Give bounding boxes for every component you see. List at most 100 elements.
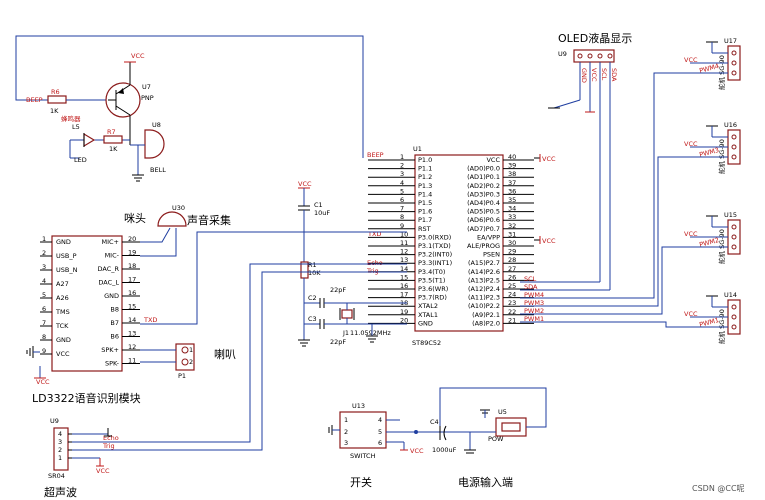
switch-pin-number: 4 [378, 416, 382, 424]
voice-pin-name: MIC+ [101, 238, 119, 246]
crystal-ref: J1 [342, 329, 349, 337]
voice-pin-number: 6 [42, 305, 46, 313]
voice-pin-number: 15 [128, 303, 136, 311]
net-echo-us: Echo [103, 434, 119, 442]
buzzer-circuit: BEEP R6 1K U7 PNP VCC 蜂鸣器 L5 LED R7 1K U… [15, 35, 364, 182]
net-echo-mcu: Echo [367, 259, 383, 267]
voice-module-title: LD3322语音识别模块 [32, 391, 141, 405]
ultrasonic-pin-number: 3 [58, 438, 62, 446]
mcu-pin-number: 11 [400, 239, 408, 247]
mcu-pin-number: 20 [400, 316, 408, 324]
mcu-pin-name: ALE/PROG [467, 242, 500, 250]
voice-pin-name: TMS [55, 308, 70, 316]
r1-ref: R1 [308, 261, 317, 269]
mcu-net-label: SDA [524, 283, 538, 291]
mcu-pin-number: 3 [400, 170, 404, 178]
mcu-pin-name: EA/VPP [477, 233, 500, 241]
power-jack-inner [501, 422, 521, 432]
switch-ref: U13 [352, 402, 365, 410]
r6-ref: R6 [51, 88, 60, 96]
mcu-ref: U1 [413, 145, 422, 153]
mcu-vcc-31: VCC [534, 236, 556, 245]
mcu-pin-number: 28 [508, 256, 516, 264]
ultrasonic-ref: U9 [50, 417, 59, 425]
voice-pin-number: 8 [42, 333, 46, 341]
led-label: LED [74, 156, 87, 164]
mcu-pin-name: P1.6 [418, 208, 432, 216]
mcu-pin-name: P3.3(INT1) [418, 259, 452, 267]
crystal-value: 11.0592MHz [350, 329, 391, 337]
mcu-pin-name: P1.7 [418, 216, 432, 224]
mcu-pin-number: 24 [508, 291, 516, 299]
led-l5 [83, 132, 96, 148]
mcu-pin-number: 10 [400, 230, 408, 238]
mcu-pin-number: 4 [400, 179, 404, 187]
mcu-pin-name: VCC [486, 156, 500, 164]
mcu-pin-name: P1.0 [418, 156, 432, 164]
vcc-label: VCC [298, 180, 312, 188]
oled-title: OLED液晶显示 [558, 31, 632, 45]
oled-pin-label: SCL [600, 68, 608, 81]
mcu-pin-number: 30 [508, 239, 516, 247]
c2-value: 22pF [330, 286, 346, 294]
servo-ref: U16 [724, 121, 737, 129]
r7-ref: R7 [107, 128, 116, 136]
mcu-pin-number: 22 [508, 308, 516, 316]
mcu-pin-name: (A8)P2.0 [472, 319, 500, 327]
transistor-type: PNP [141, 94, 154, 102]
r6-value: 1K [50, 107, 59, 115]
mcu-pin-name: (A15)P2.7 [468, 259, 500, 267]
mcu-vcc-40: VCC [534, 154, 556, 163]
vcc-label: VCC [542, 237, 556, 245]
voice-pin-name: SPK+ [101, 346, 119, 354]
mcu-pin-number: 25 [508, 282, 516, 290]
mcu-pin-number: 7 [400, 205, 404, 213]
mcu-pin-number: 31 [508, 230, 516, 238]
power-part: POW [488, 435, 504, 443]
mcu-net-label: PWM1 [524, 315, 544, 323]
mcu-pin-number: 1 [400, 153, 404, 161]
voice-pin-name: DAC_L [98, 279, 119, 287]
voice-pin-name: A26 [56, 294, 69, 302]
speaker-pin-2: 2 [189, 358, 193, 366]
vcc-label: VCC [684, 310, 698, 318]
net-txd-mcu: TXD [367, 230, 381, 238]
mcu-pin-name: P1.1 [418, 165, 432, 173]
mcu-pin-name: (A9)P2.1 [472, 311, 500, 319]
mic-ref: U30 [172, 204, 185, 212]
mcu-pin-name: (AD7)P0.7 [467, 225, 500, 233]
net-trig-mcu: Trig [366, 267, 379, 275]
c4-ref: C4 [430, 418, 439, 426]
switch-pin-number: 3 [344, 439, 348, 447]
power-module: C4 1000uF U5 POW 电源输入端 [430, 387, 547, 489]
mcu-pin-name: (AD5)P0.5 [467, 208, 500, 216]
r1-value: 10K [308, 269, 321, 277]
voice-pin-name: VCC [56, 350, 70, 358]
c3-value: 22pF [330, 338, 346, 346]
mcu-pin-name: P3.1(TXD) [418, 242, 451, 250]
voice-pin-number: 20 [128, 235, 136, 243]
mic-caption: 声音采集 [187, 213, 231, 227]
vcc-label: VCC [684, 56, 698, 64]
voice-pin-name: B6 [110, 333, 119, 341]
voice-pin-number: 16 [128, 289, 136, 297]
mcu-pin-number: 8 [400, 213, 404, 221]
mcu-pin-number: 16 [400, 282, 408, 290]
mcu-pin-number: 17 [400, 291, 408, 299]
ultrasonic-pin-number: 2 [58, 446, 62, 454]
mcu-pin-name: P3.2(INT0) [418, 251, 452, 259]
switch-pin-number: 1 [344, 416, 348, 424]
voice-pin-number: 11 [128, 357, 136, 365]
vcc-label: VCC [96, 467, 110, 475]
mcu-pin-number: 19 [400, 308, 408, 316]
